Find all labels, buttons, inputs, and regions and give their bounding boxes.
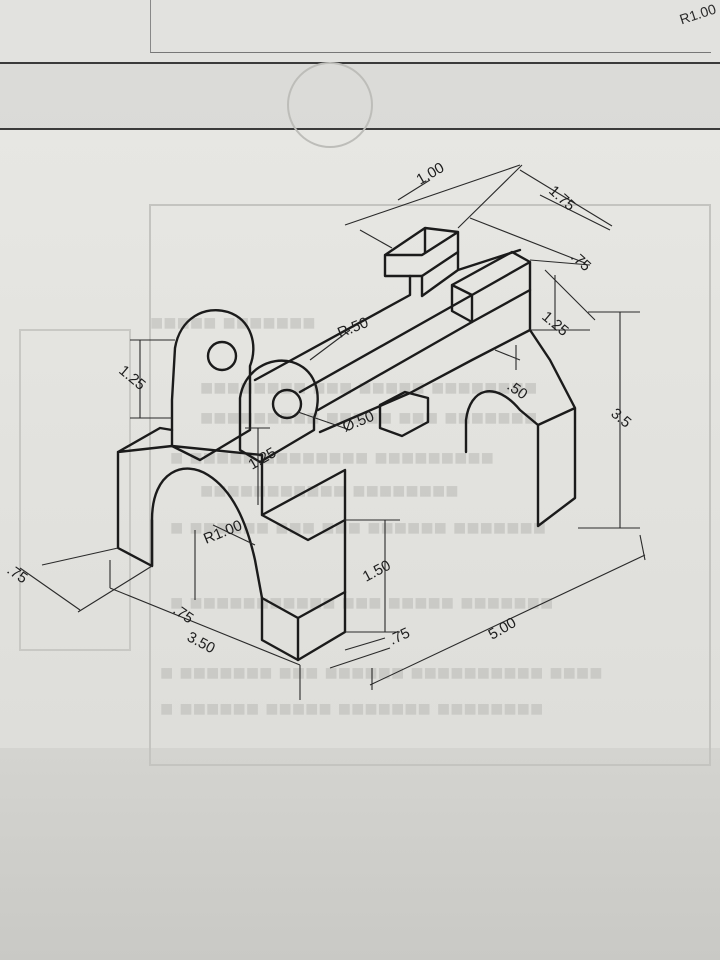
dim-left-lug-height: 1.25 [115, 362, 148, 394]
arch-inner-face [150, 518, 347, 662]
svg-text:■ ■■■■■■ ■■■■■ ■■■■■■■ ■■■■■■■: ■ ■■■■■■ ■■■■■ ■■■■■■■ ■■■■■■■■ [160, 696, 543, 721]
main-base-block [116, 426, 347, 662]
dim-overall-height: 3.5 [607, 405, 634, 431]
dimension-lines [19, 164, 646, 700]
previous-figure-frame [150, 0, 711, 53]
rear-lug-hole [206, 340, 238, 372]
front-lug-hole [271, 388, 303, 420]
svg-text:■■■■■■■■■■■ ■■■■■■■■: ■■■■■■■■■■■ ■■■■■■■■ [200, 478, 459, 503]
svg-text:■ ■■■■■ ■■■■■■■■ ■■■■■■■■■: ■ ■■■■■ ■■■■■■■■ ■■■■■■■■■ [170, 445, 494, 470]
ghost-text-layer: ■■■■■ ■■■■■■■ ■■■■■■■■ ■■■ ■■■■■ ■■■■■■■… [19, 62, 711, 766]
dim-leg-height: 1.50 [360, 557, 394, 586]
svg-text:■ ■■■■■■■■■■■ ■■■ ■■■■■ ■■■■■■: ■ ■■■■■■■■■■■ ■■■ ■■■■■ ■■■■■■■ [170, 590, 553, 615]
dim-top-length: 1.75 [545, 182, 578, 214]
svg-text:■ ■■■■■■ ■■■ ■■■ ■■■■■■ ■■■■■■: ■ ■■■■■■ ■■■ ■■■ ■■■■■■ ■■■■■■■ [170, 515, 546, 540]
dim-overall-length: 5.00 [486, 614, 520, 643]
page-margin-below [0, 748, 720, 960]
rear-rail [253, 248, 522, 382]
dim-rail-height: 1.25 [538, 308, 571, 340]
dim-base-width: 3.50 [184, 629, 218, 658]
dim-left-depth: .75 [4, 561, 31, 587]
drawing-sheet [0, 128, 720, 750]
under-rail-block [378, 390, 430, 438]
dim-rail-width: .75 [567, 248, 594, 275]
part-outline [116, 226, 577, 662]
svg-text:■ ■■■■■■■ ■■■ ■■■■■■ ■■■■■■■■■: ■ ■■■■■■■ ■■■ ■■■■■■ ■■■■■■■■■■ ■■■■ [160, 660, 603, 685]
front-upright-block [450, 250, 532, 324]
dim-top-width: 1.00 [414, 159, 448, 188]
svg-text:■■■■■■■■■ ■■■■■ ■■■ ■■■■■■■: ■■■■■■■■■ ■■■■■ ■■■ ■■■■■■■ [200, 405, 537, 430]
rear-lug [170, 308, 255, 462]
dim-leg-thickness: .75 [387, 624, 413, 648]
previous-figure-strip: R1.00 [0, 0, 720, 64]
right-arch-leg [464, 328, 577, 528]
rear-upright-block [383, 226, 460, 278]
dim-lug-radius: R.50 [335, 314, 371, 342]
